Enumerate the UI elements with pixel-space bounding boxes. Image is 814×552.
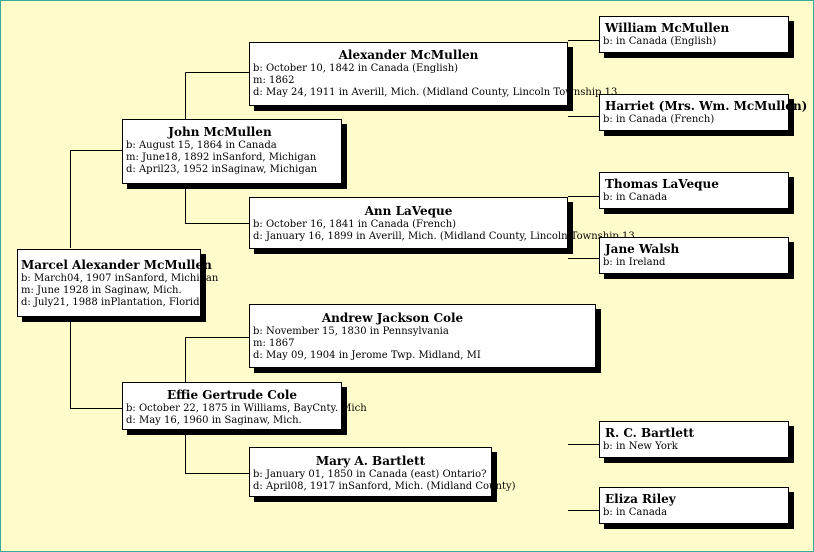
birth-fact: b: in Canada	[603, 507, 668, 518]
connector-father-parents	[185, 72, 249, 224]
person-box-great-grandmother-1[interactable]: Harriet (Mrs. Wm. McMullen) b: in Canada…	[599, 94, 808, 131]
birth-fact: b: August 15, 1864 in Canada	[126, 140, 277, 151]
marriage-fact: m: June18, 1892 inSanford, Michigan	[126, 152, 317, 163]
connector-patgf-parents	[568, 40, 600, 117]
birth-fact: b: November 15, 1830 in Pennsylvania	[253, 326, 449, 337]
birth-fact: b: January 01, 1850 in Canada (east) Ont…	[253, 469, 487, 480]
marriage-fact: m: June 1928 in Saginaw, Mich.	[21, 285, 182, 296]
person-box-mother[interactable]: Effie Gertrude Cole b: October 22, 1875 …	[122, 382, 367, 430]
death-fact: d: April23, 1952 inSaginaw, Michigan	[126, 164, 318, 175]
person-name: Mary A. Bartlett	[315, 454, 426, 468]
birth-fact: b: October 16, 1841 in Canada (French)	[253, 219, 457, 230]
person-name: William McMullen	[605, 21, 730, 35]
connector-mother-parents	[185, 337, 249, 474]
person-name: Eliza Riley	[605, 492, 676, 506]
person-box-great-grandfather-1[interactable]: William McMullen b: in Canada (English)	[599, 16, 789, 53]
person-name: Jane Walsh	[605, 242, 680, 256]
person-box-great-grandmother-2[interactable]: Jane Walsh b: in Ireland	[599, 237, 789, 274]
connector-root-parents	[70, 150, 122, 409]
connector-patgm-parents	[568, 196, 600, 259]
birth-fact: b: in Ireland	[603, 257, 666, 268]
person-box-great-grandfather-2[interactable]: Thomas LaVeque b: in Canada	[599, 172, 789, 209]
death-fact: d: May 24, 1911 in Averill, Mich. (Midla…	[253, 87, 618, 98]
person-name: John McMullen	[168, 125, 272, 139]
death-fact: d: April08, 1917 inSanford, Mich. (Midla…	[253, 481, 516, 492]
person-box-paternal-grandfather[interactable]: Alexander McMullen b: October 10, 1842 i…	[249, 42, 618, 106]
person-box-maternal-grandfather[interactable]: Andrew Jackson Cole b: November 15, 1830…	[249, 304, 596, 368]
person-name: Andrew Jackson Cole	[321, 311, 464, 325]
connector-matgm-parents	[568, 444, 600, 511]
birth-fact: b: in New York	[603, 441, 678, 452]
person-name: Ann LaVeque	[364, 204, 453, 218]
death-fact: d: January 16, 1899 in Averill, Mich. (M…	[253, 231, 635, 242]
death-fact: d: May 09, 1904 in Jerome Twp. Midland, …	[253, 350, 481, 361]
person-name: Harriet (Mrs. Wm. McMullen)	[605, 99, 808, 113]
person-name: Alexander McMullen	[338, 48, 479, 62]
person-name: R. C. Bartlett	[605, 426, 695, 440]
birth-fact: b: in Canada (English)	[603, 36, 717, 47]
marriage-fact: m: 1867	[253, 338, 295, 349]
person-name: Marcel Alexander McMullen	[21, 258, 212, 272]
death-fact: d: May 16, 1960 in Saginaw, Mich.	[126, 415, 302, 426]
person-box-great-grandmother-3[interactable]: Eliza Riley b: in Canada	[599, 487, 789, 524]
birth-fact: b: March04, 1907 inSanford, Michigan	[21, 273, 219, 284]
person-name: Effie Gertrude Cole	[166, 388, 298, 402]
person-box-maternal-grandmother[interactable]: Mary A. Bartlett b: January 01, 1850 in …	[249, 447, 516, 497]
birth-fact: b: October 22, 1875 in Williams, BayCnty…	[126, 403, 367, 414]
person-box-great-grandfather-3[interactable]: R. C. Bartlett b: in New York	[599, 421, 789, 458]
person-box-father[interactable]: John McMullen b: August 15, 1864 in Cana…	[122, 119, 342, 184]
marriage-fact: m: 1862	[253, 75, 295, 86]
birth-fact: b: October 10, 1842 in Canada (English)	[253, 63, 459, 74]
birth-fact: b: in Canada (French)	[603, 114, 715, 125]
death-fact: d: July21, 1988 inPlantation, Florida	[21, 297, 206, 308]
person-name: Thomas LaVeque	[605, 177, 719, 191]
person-box-root[interactable]: Marcel Alexander McMullen b: March04, 19…	[17, 249, 219, 317]
birth-fact: b: in Canada	[603, 192, 668, 203]
person-box-paternal-grandmother[interactable]: Ann LaVeque b: October 16, 1841 in Canad…	[249, 197, 635, 249]
